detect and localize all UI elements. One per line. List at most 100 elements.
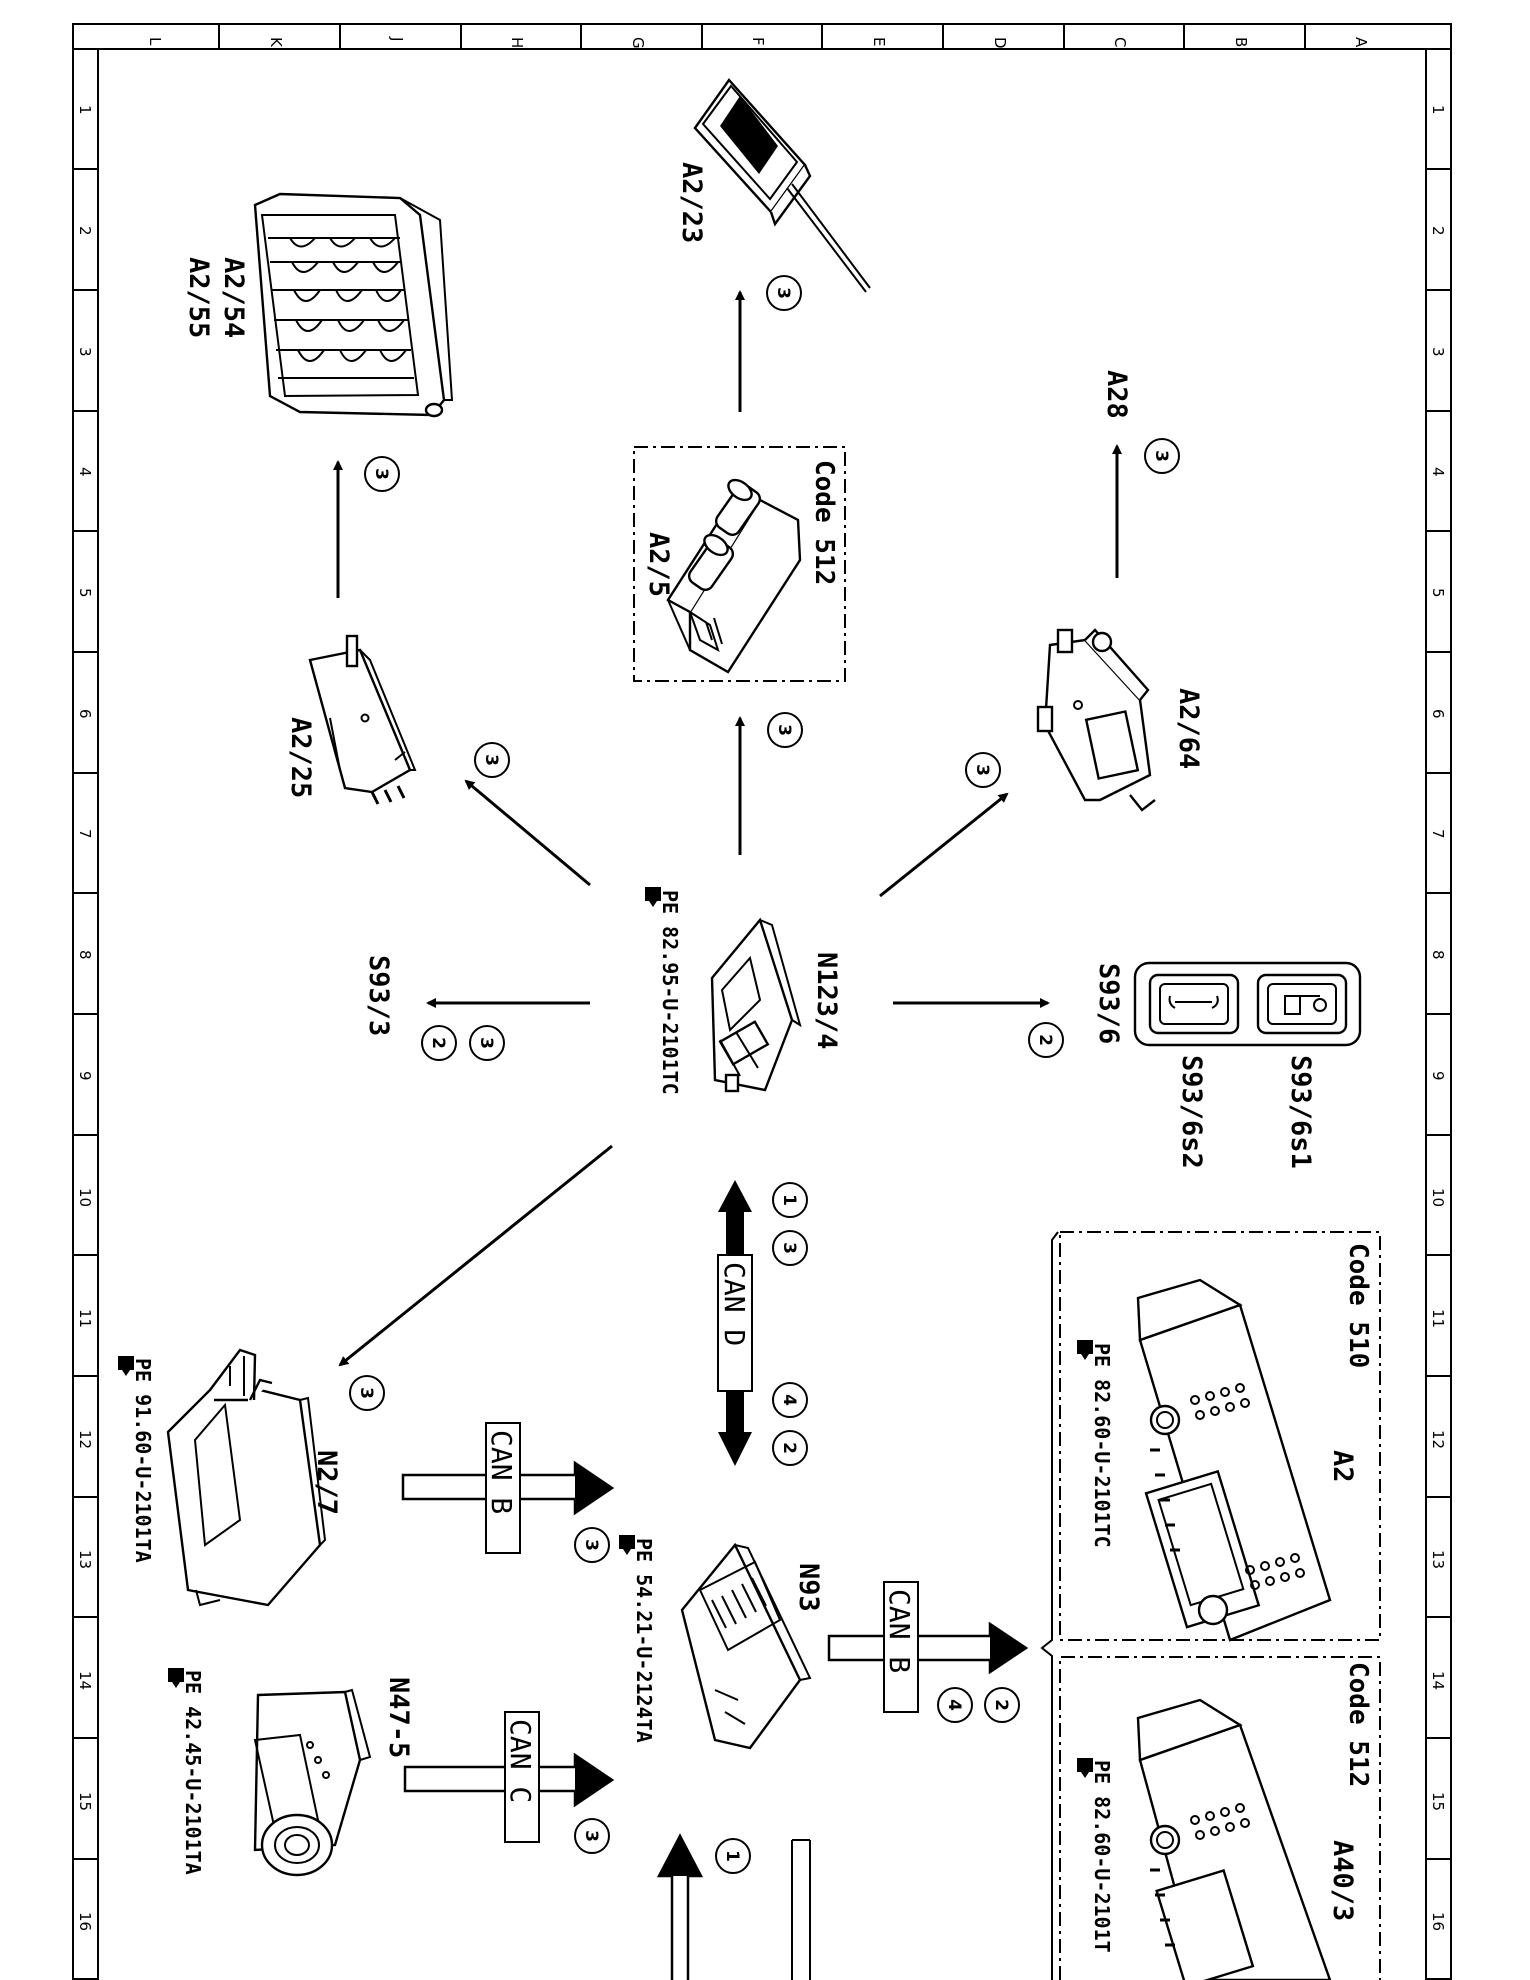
grid-row-label: 6 (76, 709, 94, 719)
label-s93-6: S93/6 (1093, 963, 1124, 1044)
component-labels: A2/23 A2/54 A2/55 A28 Code 512 A2/5 A2/2… (131, 162, 1373, 1953)
label-a2-25: A2/25 (285, 717, 316, 798)
grid-row-label: 6 (1429, 709, 1447, 719)
can-d-bus: CAN D (717, 1180, 753, 1466)
grid-row-label: 14 (76, 1671, 94, 1690)
grid-col-label: G (629, 37, 647, 49)
grid-row-label: 7 (76, 829, 94, 839)
grid-row-label: 1 (1429, 105, 1447, 115)
grid-row-label: 1 (76, 105, 94, 115)
label-a28: A28 (1101, 370, 1132, 419)
circled-number-marker: 3 (349, 1375, 385, 1411)
circled-number-marker: 3 (965, 752, 1001, 788)
svg-text:2: 2 (991, 1699, 1011, 1711)
svg-text:2: 2 (1035, 1034, 1055, 1046)
circled-number-marker: 4 (772, 1382, 808, 1418)
a2-head-unit-illustration (1136, 1278, 1332, 1642)
grid-row-label: 5 (76, 588, 94, 598)
can-b-label: CAN B (883, 1589, 916, 1673)
label-a2-64: A2/64 (1173, 688, 1204, 769)
svg-text:3: 3 (1151, 450, 1171, 462)
row-labels-left: 1 2 3 4 5 6 7 8 9 10 11 12 13 14 15 16 (76, 105, 94, 1931)
grid-col-label: D (991, 37, 1009, 49)
a2-64-module-illustration (1036, 628, 1156, 812)
n93-module-illustration (680, 1542, 812, 1750)
svg-text:3: 3 (774, 724, 794, 736)
arrow-to-n2-7 (338, 1144, 613, 1367)
grid-row-label: 3 (1429, 347, 1447, 357)
label-n2-7: N2/7 (311, 1450, 342, 1515)
label-s93-6s2: S93/6s2 (1176, 1055, 1207, 1169)
grid-row-label: 4 (76, 467, 94, 477)
arrow-to-a2-64 (879, 792, 1009, 898)
label-a2-23: A2/23 (676, 162, 707, 243)
column-labels: L K J H G F E D C B A (146, 36, 1370, 49)
label-a2-5: A2/5 (643, 532, 674, 597)
pe-ref-n2-7: PE 91.60-U-2101TA (131, 1358, 155, 1563)
row-labels-right: 1 2 3 4 5 6 7 8 9 10 11 12 13 14 15 16 (1429, 105, 1447, 1931)
circled-number-marker: 3 (767, 712, 803, 748)
pointing-hand-icon (168, 1668, 184, 1688)
can-d-label: CAN D (718, 1262, 751, 1346)
pe-ref-n93: PE 54.21-U-2124TA (632, 1538, 656, 1743)
svg-text:3: 3 (476, 1037, 496, 1049)
grid-row-label: 14 (1429, 1671, 1447, 1690)
connection-arrows (333, 290, 1122, 1367)
label-a2-55: A2/55 (183, 257, 214, 338)
grid-row-label: 3 (76, 347, 94, 357)
label-n123-4: N123/4 (811, 952, 842, 1050)
can-c-bus: CAN C (403, 1711, 615, 1843)
circled-number-marker: 2 (421, 1025, 457, 1061)
a2-23-antenna-illustration (693, 78, 871, 293)
grid-row-label: 16 (76, 1912, 94, 1931)
pe-reference-icons (118, 887, 1093, 1778)
label-s93-6s1: S93/6s1 (1285, 1055, 1316, 1169)
s93-6-switch-panel-illustration (1133, 961, 1362, 1047)
grid-row-label: 8 (1429, 950, 1447, 960)
svg-text:1: 1 (722, 1850, 742, 1862)
n2-7-module-illustration (166, 1348, 327, 1607)
grid-row-label: 15 (76, 1792, 94, 1811)
grid-col-label: A (1352, 37, 1370, 48)
grid-row-label: 13 (76, 1550, 94, 1569)
label-n93: N93 (793, 1563, 824, 1612)
pe-ref-n123-4: PE 82.95-U-2101TC (658, 890, 682, 1095)
circled-number-marker: 3 (474, 742, 510, 778)
pe-ref-n47-5: PE 42.45-U-2101TA (181, 1670, 205, 1875)
label-a2-54: A2/54 (218, 257, 249, 338)
svg-text:2: 2 (779, 1442, 799, 1454)
grid-col-label: C (1111, 37, 1129, 47)
svg-text:3: 3 (581, 1830, 601, 1842)
svg-text:3: 3 (356, 1387, 376, 1399)
grid-row-label: 15 (1429, 1792, 1447, 1811)
grid-row-label: 16 (1429, 1912, 1447, 1931)
circled-number-marker: 3 (766, 275, 802, 311)
svg-text:4: 4 (944, 1699, 964, 1711)
circled-number-marker: 3 (364, 456, 400, 492)
grid-row-label: 12 (76, 1430, 94, 1449)
grid-col-label: F (749, 37, 767, 46)
group-bracket (1040, 1231, 1059, 1980)
arrow-to-a2-25 (464, 779, 591, 887)
a2-54-grille-illustration (253, 192, 454, 418)
grid-row-label: 8 (76, 950, 94, 960)
grid-row-label: 12 (1429, 1430, 1447, 1449)
row-ticks (73, 168, 1451, 1980)
svg-text:3: 3 (773, 287, 793, 299)
grid-row-label: 9 (76, 1071, 94, 1081)
pointing-hand-icon (1077, 1340, 1093, 1360)
n123-4-module-illustration (710, 917, 802, 1093)
grid-row-label: 7 (1429, 829, 1447, 839)
grid-row-label: 11 (76, 1309, 94, 1328)
circled-number-marker: 2 (1028, 1022, 1064, 1058)
pointing-hand-icon (619, 1535, 635, 1555)
column-ticks (218, 24, 1306, 49)
can-b-label: CAN B (485, 1430, 518, 1514)
circled-number-marker: 3 (574, 1527, 610, 1563)
circled-number-marker: 1 (715, 1838, 751, 1874)
svg-text:2: 2 (428, 1037, 448, 1049)
can-b-bus-n93: CAN B (827, 1581, 1029, 1713)
a2-25-module-illustration (308, 634, 417, 805)
label-a2-code: Code 510 (1343, 1243, 1373, 1368)
